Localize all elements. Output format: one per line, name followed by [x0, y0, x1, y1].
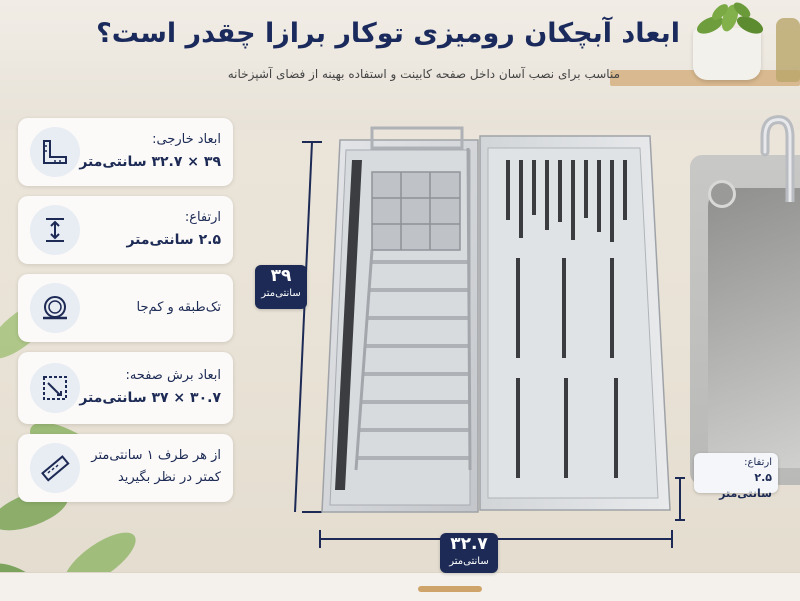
- width-dimension-badge: ۳۲.۷ سانتی‌متر: [440, 533, 498, 573]
- kitchen-wall: [0, 0, 800, 130]
- page-subtitle: مناسب برای نصب آسان داخل صفحه کابینت و ا…: [227, 67, 620, 81]
- ruler-icon: [41, 455, 70, 482]
- plant-pot: [693, 28, 761, 80]
- feature-label: از هر طرف ۱ سانتی‌متر: [91, 448, 221, 463]
- cabinet-handle: [418, 586, 482, 592]
- feature-value: ۳۹ × ۳۲.۷ سانتی‌متر: [79, 154, 221, 170]
- width-unit: سانتی‌متر: [449, 556, 489, 567]
- height-dimension-line: [294, 141, 322, 513]
- height-dimension-badge: ۳۹ سانتی‌متر: [255, 265, 307, 309]
- depth-dimension-line: [675, 477, 685, 521]
- feature-value: ۲.۵ سانتی‌متر: [126, 232, 221, 248]
- feature-card-height: ارتفاع: ۲.۵ سانتی‌متر: [18, 196, 233, 264]
- depth-value: ۲.۵ سانتی‌متر: [719, 471, 772, 500]
- feature-label: ارتفاع:: [184, 210, 221, 225]
- feature-card-single-tier: تک‌طبقه و کم‌جا: [18, 274, 233, 342]
- sink-basin: [708, 188, 800, 468]
- rack-right-drain-tray: [479, 135, 671, 511]
- cutting-board-icon: [43, 376, 67, 400]
- plates-icon: [43, 296, 67, 320]
- width-number: ۳۲.۷: [450, 534, 488, 554]
- sink-drain: [708, 180, 736, 208]
- height-arrow-icon: [46, 218, 64, 242]
- feature-label: ابعاد برش صفحه:: [125, 368, 221, 383]
- height-number: ۳۹: [270, 266, 292, 286]
- feature-value: کمتر در نظر بگیرید: [117, 470, 221, 485]
- feature-label: تک‌طبقه و کم‌جا: [136, 300, 221, 315]
- faucet-icon: [760, 115, 795, 202]
- depth-label: ارتفاع:: [744, 457, 772, 468]
- depth-note-badge: ارتفاع: ۲.۵ سانتی‌متر: [694, 453, 778, 500]
- feature-card-outer-dimensions: ابعاد خارجی: ۳۹ × ۳۲.۷ سانتی‌متر: [18, 118, 233, 186]
- feature-label: ابعاد خارجی:: [152, 132, 221, 147]
- feature-card-tolerance: از هر طرف ۱ سانتی‌متر کمتر در نظر بگیرید: [18, 434, 233, 502]
- feature-card-cutout-dimensions: ابعاد برش صفحه: ۳۰.۷ × ۳۷ سانتی‌متر: [18, 352, 233, 424]
- rack-left-section: [321, 126, 479, 513]
- ruler-corner-icon: [43, 140, 67, 164]
- cabinet-front: [0, 572, 800, 601]
- plant-leaves-icon: [696, 2, 764, 34]
- oil-bottle: [776, 18, 800, 82]
- feature-value: ۳۰.۷ × ۳۷ سانتی‌متر: [79, 390, 221, 406]
- page-title: ابعاد آبچکان رومیزی توکار برازا چقدر است…: [96, 18, 680, 49]
- height-unit: سانتی‌متر: [261, 288, 301, 299]
